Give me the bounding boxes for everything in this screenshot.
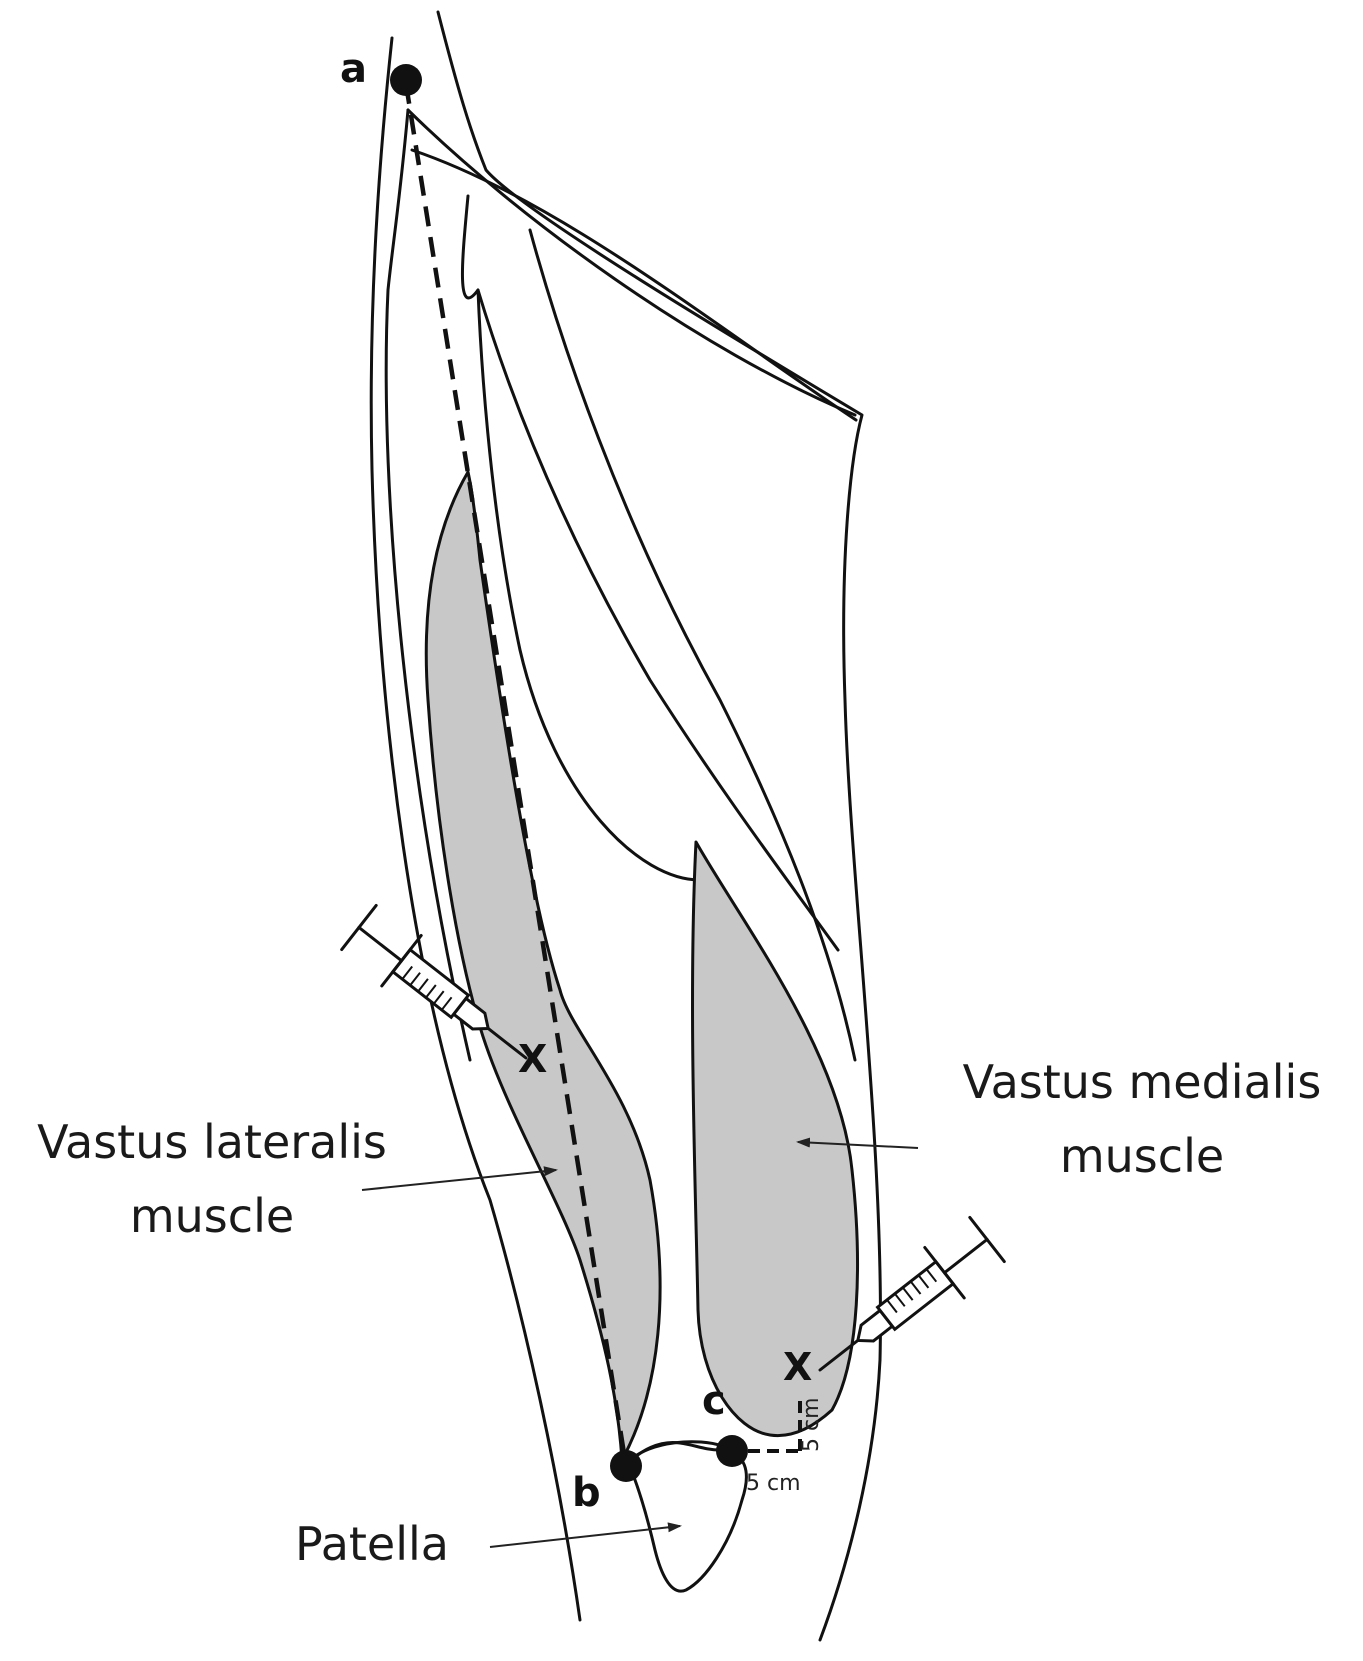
point-b-dot [610,1450,642,1482]
vastus-medialis-shape [693,842,858,1436]
point-c-label: c [702,1378,726,1424]
label-vastus-lateralis-line1: Vastus lateralis [37,1115,387,1169]
label-patella: Patella [295,1517,449,1571]
arrow-vastus-lateralis [362,1170,556,1190]
measure-vertical-label: 5 cm [799,1397,824,1452]
injection-mark-lateral: X [518,1037,547,1081]
label-vastus-medialis-line1: Vastus medialis [963,1055,1322,1109]
point-b-label: b [572,1470,601,1516]
rectus-femoris-medial-edge [478,290,838,950]
sartorius-upper-curve [412,150,856,420]
injection-mark-medial: X [783,1345,812,1389]
point-a-dot [390,64,422,96]
vastus-lateralis-shape [426,472,660,1460]
point-c-dot [716,1435,748,1467]
label-vastus-medialis-line2: muscle [1060,1129,1224,1183]
label-vastus-lateralis-line2: muscle [130,1189,294,1243]
measure-horizontal-label: 5 cm [746,1471,801,1496]
point-a-label: a [340,46,367,92]
